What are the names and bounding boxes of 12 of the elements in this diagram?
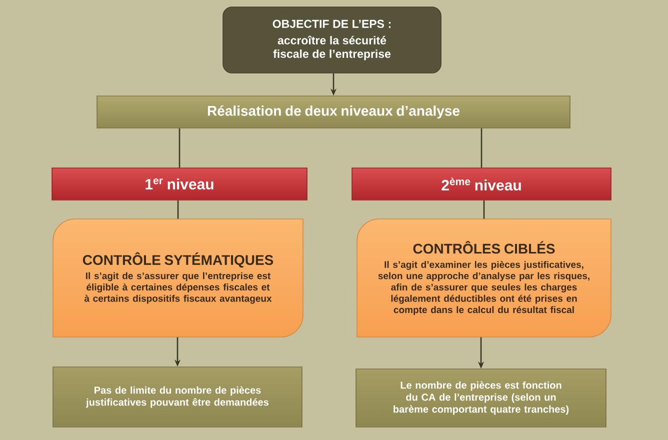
- rounded-box: CONTRÔLE SYTÉMATIQUES Il s’agit de s’assurer que l’entreprise est éligible à certaines dépenses fiscales et à certains dispositifs fiscaux avantageux: [52, 218, 304, 338]
- connector-line: [483, 200, 485, 219]
- note-box: Pas de limite du nombre de pièces justificatives pouvant être demandées: [52, 366, 302, 428]
- rounded-box: CONTRÔLES CIBLÉS Il s’agit d’examiner les pièces justificatives, selon une approche d’analyse par les risques, afin de s’assurer que seules les charges légalement déductibles ont été prises en compte dans le calcul du résultat fiscal: [356, 218, 612, 338]
- objective-box: OBJECTIF DE L’EPS : accroître la sécurité fiscale de l’entreprise: [222, 6, 442, 74]
- level-bar: 1$^{er}$ niveau: [52, 168, 308, 200]
- level-bar: 2$^{ème}$ niveau: [352, 168, 612, 200]
- note-box: Le nombre de pièces est fonction du CA de l’entreprise (selon un barème comportant quatre tranches): [356, 368, 606, 428]
- heading-band: Réalisation de deux niveaux d’analyse: [96, 96, 570, 128]
- connector-line: [178, 128, 180, 168]
- connector-line: [177, 200, 179, 219]
- connector-line: [480, 128, 482, 168]
